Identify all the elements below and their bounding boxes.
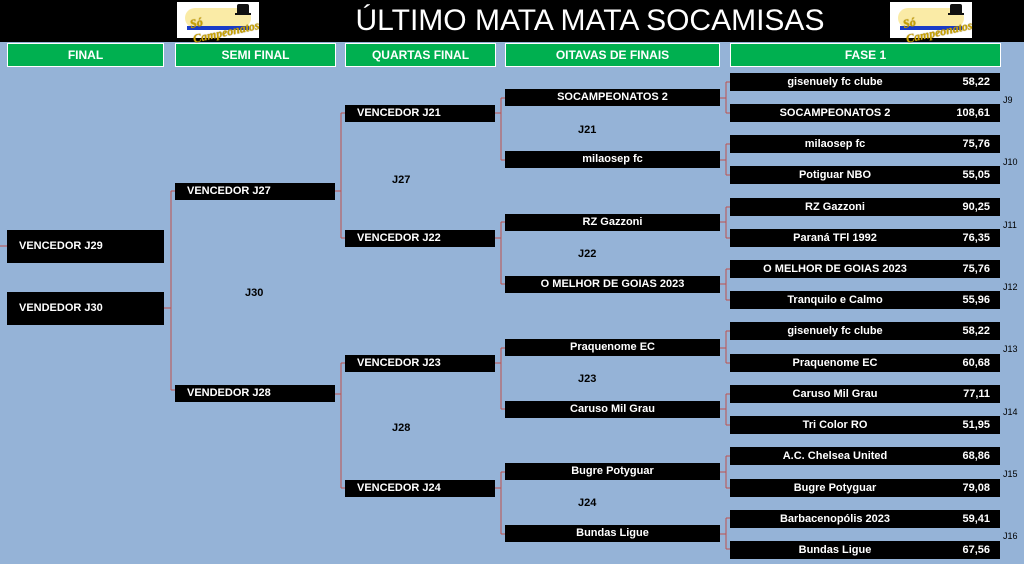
team-score: 60,68 [962, 357, 990, 369]
team-name: Bundas Ligue [798, 544, 872, 556]
fase1-row: milaosep fc 75,76 [730, 135, 1000, 153]
team-score: 75,76 [962, 138, 990, 150]
match-label-j28: J28 [392, 422, 411, 434]
team-name: Tri Color RO [802, 419, 868, 431]
fase1-row: RZ Gazzoni 90,25 [730, 198, 1000, 216]
semi-slot-2: VENDEDOR J28 [175, 385, 335, 402]
team-score: 77,11 [963, 388, 990, 400]
team-score: 55,05 [962, 169, 990, 181]
fase1-row: Tranquilo e Calmo 55,96 [730, 291, 1000, 309]
fase1-row: Paraná TFl 1992 76,35 [730, 229, 1000, 247]
quartas-slot-3: VENCEDOR J23 [345, 355, 495, 372]
fase1-row: Potiguar NBO 55,05 [730, 166, 1000, 184]
match-label-j21: J21 [578, 124, 597, 136]
final-slot-1: VENCEDOR J29 [7, 230, 164, 263]
fase1-row: Bundas Ligue 67,56 [730, 541, 1000, 559]
team-score: 58,22 [962, 76, 990, 88]
match-label-j13: J13 [1003, 344, 1018, 354]
match-label-j14: J14 [1003, 407, 1018, 417]
team-score: 67,56 [962, 544, 990, 556]
team-name: gisenuely fc clube [787, 76, 883, 88]
team-name: Praquenome EC [792, 357, 878, 369]
match-label-j11: J11 [1003, 220, 1017, 230]
fase1-row: gisenuely fc clube 58,22 [730, 322, 1000, 340]
match-label-j24: J24 [578, 497, 597, 509]
column-header-fase-1: FASE 1 [730, 43, 1001, 67]
fase1-row: Caruso Mil Grau 77,11 [730, 385, 1000, 403]
oitavas-slot-2: milaosep fc [505, 151, 720, 168]
fase1-row: Barbacenopólis 2023 59,41 [730, 510, 1000, 528]
final-slot-2: VENDEDOR J30 [7, 292, 164, 325]
fase1-row: Praquenome EC 60,68 [730, 354, 1000, 372]
oitavas-slot-5: Praquenome EC [505, 339, 720, 356]
team-score: 76,35 [962, 232, 990, 244]
team-name: Caruso Mil Grau [792, 388, 878, 400]
team-name: A.C. Chelsea United [782, 450, 888, 462]
team-name: gisenuely fc clube [787, 325, 883, 337]
team-name: RZ Gazzoni [805, 201, 865, 213]
column-header-quartas-final: QUARTAS FINAL [345, 43, 496, 67]
column-header-semi-final: SEMI FINAL [175, 43, 336, 67]
oitavas-slot-1: SOCAMPEONATOS 2 [505, 89, 720, 106]
team-name: Potiguar NBO [798, 169, 872, 181]
match-label-j22: J22 [578, 248, 597, 260]
match-label-j27: J27 [392, 174, 411, 186]
team-name: O MELHOR DE GOIAS 2023 [763, 263, 907, 275]
title-bar [0, 0, 1024, 42]
team-score: 59,41 [962, 513, 990, 525]
fase1-row: O MELHOR DE GOIAS 2023 75,76 [730, 260, 1000, 278]
quartas-slot-4: VENCEDOR J24 [345, 480, 495, 497]
team-name: Barbacenopólis 2023 [779, 513, 891, 525]
team-score: 55,96 [962, 294, 990, 306]
fase1-row: A.C. Chelsea United 68,86 [730, 447, 1000, 465]
team-name: SOCAMPEONATOS 2 [779, 107, 891, 119]
column-header-final: FINAL [7, 43, 164, 67]
oitavas-slot-4: O MELHOR DE GOIAS 2023 [505, 276, 720, 293]
column-header-oitavas: OITAVAS DE FINAIS [505, 43, 720, 67]
team-score: 58,22 [962, 325, 990, 337]
quartas-slot-2: VENCEDOR J22 [345, 230, 495, 247]
oitavas-slot-8: Bundas Ligue [505, 525, 720, 542]
team-name: Paraná TFl 1992 [793, 232, 877, 244]
oitavas-slot-6: Caruso Mil Grau [505, 401, 720, 418]
match-label-j12: J12 [1003, 282, 1018, 292]
team-score: 75,76 [962, 263, 990, 275]
quartas-slot-1: VENCEDOR J21 [345, 105, 495, 122]
team-score: 79,08 [962, 482, 990, 494]
match-label-j30: J30 [245, 287, 264, 299]
team-score: 68,86 [962, 450, 990, 462]
semi-slot-1: VENCEDOR J27 [175, 183, 335, 200]
match-label-j9: J9 [1003, 95, 1013, 105]
team-score: 51,95 [962, 419, 990, 431]
match-label-j15: J15 [1003, 469, 1018, 479]
match-label-j23: J23 [578, 373, 597, 385]
match-label-j10: J10 [1003, 157, 1018, 167]
fase1-row: gisenuely fc clube 58,22 [730, 73, 1000, 91]
team-score: 90,25 [962, 201, 990, 213]
fase1-row: Tri Color RO 51,95 [730, 416, 1000, 434]
fase1-row: SOCAMPEONATOS 2 108,61 [730, 104, 1000, 122]
oitavas-slot-3: RZ Gazzoni [505, 214, 720, 231]
match-label-j16: J16 [1003, 531, 1018, 541]
logo-left: Só Campeonatos [177, 2, 261, 46]
page-title: ÚLTIMO MATA MATA SOCAMISAS [355, 4, 825, 37]
team-name: Tranquilo e Calmo [787, 294, 883, 306]
oitavas-slot-7: Bugre Potyguar [505, 463, 720, 480]
team-name: Bugre Potyguar [793, 482, 877, 494]
team-name: milaosep fc [804, 138, 866, 150]
logo-right: Só Campeonatos [890, 2, 974, 46]
fase1-row: Bugre Potyguar 79,08 [730, 479, 1000, 497]
team-score: 108,61 [956, 107, 990, 119]
